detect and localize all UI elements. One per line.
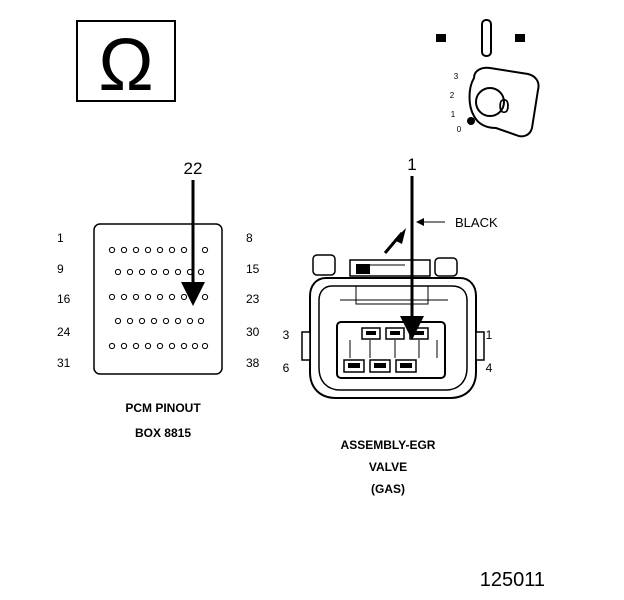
figure-number: 125011	[480, 569, 545, 591]
egr-cavity-label-4: 4	[486, 361, 493, 375]
egr-cavity-label-1: 1	[486, 328, 493, 342]
pcm-pin	[201, 293, 209, 301]
pcm-pin	[156, 342, 164, 350]
pcm-pin	[180, 246, 188, 254]
ohm-symbol: Ω	[98, 23, 153, 106]
egr-caption-line3: (GAS)	[371, 482, 405, 496]
egr-cavity-label-3: 3	[283, 328, 290, 342]
pcm-pin	[132, 342, 140, 350]
pcm-pin	[191, 342, 199, 350]
pcm-row-label-right-2: 15	[246, 262, 260, 276]
pcm-pin	[108, 342, 116, 350]
egr-caption-line2: VALVE	[369, 460, 407, 474]
pcm-pin	[126, 317, 134, 325]
pcm-pin	[156, 293, 164, 301]
pcm-pin	[162, 268, 170, 276]
pcm-row-label-right-1: 8	[246, 231, 253, 245]
pcm-pin	[156, 246, 164, 254]
ignition-position-1: 1	[451, 110, 456, 119]
pcm-pin	[201, 246, 209, 254]
ignition-position-0: 0	[457, 125, 462, 134]
pcm-pin	[180, 342, 188, 350]
pcm-caption-line2: BOX 8815	[135, 426, 191, 440]
egr-connector	[301, 228, 485, 399]
pcm-pin	[162, 317, 170, 325]
pcm-pin	[108, 293, 116, 301]
pcm-pin	[108, 246, 116, 254]
pcm-pin	[201, 342, 209, 350]
ignition-key-label: 0	[498, 96, 509, 118]
pcm-probe-pin-number: 22	[184, 159, 203, 178]
wire-color-label: BLACK	[455, 215, 498, 230]
pcm-pin	[144, 246, 152, 254]
pcm-pin	[174, 317, 182, 325]
pcm-row-label-left-1: 1	[57, 231, 64, 245]
pcm-pin	[150, 317, 158, 325]
pcm-row-label-left-3: 16	[57, 292, 71, 306]
pcm-pin	[120, 293, 128, 301]
pcm-pinout-box	[93, 223, 223, 375]
pcm-pin	[120, 246, 128, 254]
pcm-pin	[120, 342, 128, 350]
pcm-pin	[180, 293, 188, 301]
pcm-pin	[114, 268, 122, 276]
pcm-pin	[138, 268, 146, 276]
pcm-pin	[114, 317, 122, 325]
ignition-position-2: 2	[450, 91, 455, 100]
pcm-row-label-left-2: 9	[57, 262, 64, 276]
pcm-caption-line1: PCM PINOUT	[125, 401, 201, 415]
pcm-row-label-left-5: 31	[57, 356, 71, 370]
egr-caption-line1: ASSEMBLY-EGR	[341, 438, 436, 452]
pcm-probe-pin	[189, 293, 197, 301]
pcm-pin-grid	[108, 246, 209, 350]
pcm-pin	[168, 246, 176, 254]
pcm-pin	[138, 317, 146, 325]
pcm-row-label-right-4: 30	[246, 325, 260, 339]
pcm-row-label-left-4: 24	[57, 325, 71, 339]
ignition-key-icon: 0 3 2 1 0	[436, 19, 540, 138]
egr-cavity-label-6: 6	[283, 361, 290, 375]
pcm-pin	[174, 268, 182, 276]
egr-probe-pin-number: 1	[407, 155, 416, 174]
pcm-pin	[126, 268, 134, 276]
pcm-row-label-right-3: 23	[246, 292, 260, 306]
pcm-pin	[197, 268, 205, 276]
pcm-pin	[150, 268, 158, 276]
ignition-position-3: 3	[454, 72, 459, 81]
pcm-pin	[186, 317, 194, 325]
pcm-row-label-right-5: 38	[246, 356, 260, 370]
pcm-pin	[168, 342, 176, 350]
pcm-pin	[168, 293, 176, 301]
pcm-pin	[197, 317, 205, 325]
pcm-pin	[144, 342, 152, 350]
pcm-pin	[132, 293, 140, 301]
pcm-pin	[144, 293, 152, 301]
ohm-meter-icon: Ω	[76, 20, 176, 106]
pcm-pin	[132, 246, 140, 254]
